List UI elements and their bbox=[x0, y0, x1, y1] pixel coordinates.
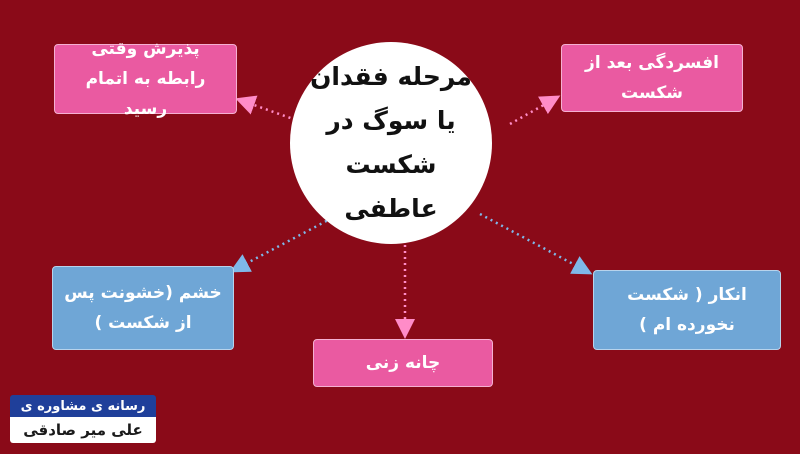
arrow-to-acceptance bbox=[235, 95, 297, 122]
stage-acceptance-label: پذیرش وقتی رابطه به اتمام رسید bbox=[85, 39, 206, 119]
stage-denial: انکار ( شکست نخورده ام ) bbox=[593, 270, 781, 350]
stage-anger-label: خشم (خشونت پس از شکست ) bbox=[64, 283, 222, 333]
stage-acceptance: پذیرش وقتی رابطه به اتمام رسید bbox=[54, 39, 237, 119]
stage-bargaining: چانه زنی bbox=[313, 339, 493, 387]
stage-depression-label: افسردگی بعد از شکست bbox=[585, 53, 719, 103]
logo-line-1: رسانه ی مشاوره ی bbox=[10, 395, 156, 417]
stage-depression: افسردگی بعد از شکست bbox=[561, 44, 743, 112]
arrow-to-depression bbox=[509, 95, 561, 126]
arrow-to-denial bbox=[479, 212, 593, 275]
logo-line-2: علی میر صادقی bbox=[10, 417, 156, 443]
center-node: مرحله فقدان یا سوگ در شکست عاطفی bbox=[290, 42, 492, 244]
stage-anger: خشم (خشونت پس از شکست ) bbox=[52, 266, 234, 350]
center-node-label: مرحله فقدان یا سوگ در شکست عاطفی bbox=[310, 62, 472, 223]
stage-bargaining-label: چانه زنی bbox=[365, 353, 441, 373]
arrow-to-anger bbox=[229, 216, 333, 273]
stage-denial-label: انکار ( شکست نخورده ام ) bbox=[627, 285, 747, 335]
brand-logo: رسانه ی مشاوره ی علی میر صادقی bbox=[10, 395, 156, 444]
